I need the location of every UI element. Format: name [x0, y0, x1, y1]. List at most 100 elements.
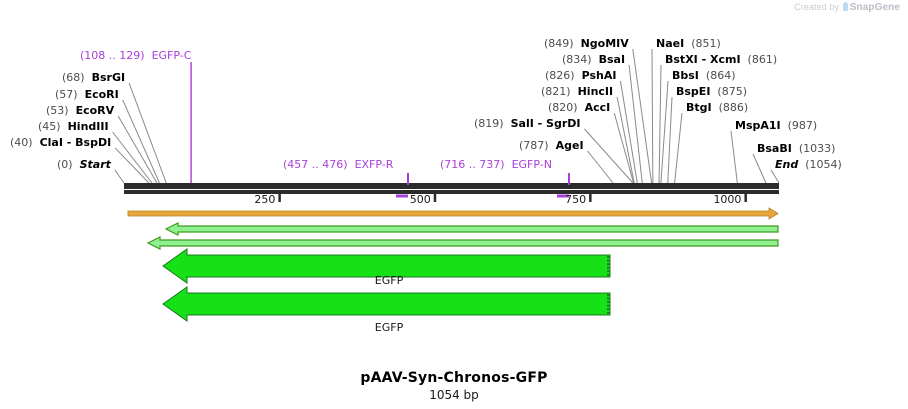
site-name: ClaI - BspDI [39, 136, 112, 149]
leader-line [667, 96, 673, 184]
feature-truncation-mark [607, 312, 610, 314]
feature-truncation-mark [607, 301, 610, 303]
site-name: BsaBI [757, 142, 792, 155]
site-position: (819) [474, 117, 504, 130]
leader-line [632, 48, 653, 184]
ruler-tick [589, 194, 592, 202]
site-position: (826) [545, 69, 575, 82]
site-name: BspEI [676, 85, 711, 98]
site-label-hindiii: (45) HindIII [38, 121, 109, 133]
site-position: (886) [718, 101, 749, 114]
site-label-agei: (787) AgeI [519, 140, 584, 152]
backbone-strand-top [124, 183, 779, 189]
ruler-tick-label: 500 [409, 193, 431, 206]
site-position: (861) [747, 53, 778, 66]
site-label-mspa1i: MspA1I (987) [735, 120, 817, 132]
ruler-group [278, 194, 747, 202]
site-label-ecorv: (53) EcoRV [46, 105, 114, 117]
site-name: HincII [577, 85, 614, 98]
site-name: NaeI [656, 37, 685, 50]
primer-marks-group [190, 62, 570, 198]
feature-truncation-mark [607, 308, 610, 311]
site-position: (787) [519, 139, 549, 152]
site-position: (40) [10, 136, 33, 149]
feature-truncation-mark [607, 256, 610, 258]
feature-truncation-mark [607, 270, 610, 273]
site-position: (987) [787, 119, 818, 132]
site-position: (57) [55, 88, 78, 101]
site-label-sali-sgrdi: (819) SalI - SgrDI [474, 118, 580, 130]
feature-truncation-mark [607, 263, 610, 265]
leader-line [658, 64, 662, 184]
site-position: (1054) [805, 158, 842, 171]
leader-lines-group [112, 48, 780, 184]
site-position: (820) [548, 101, 578, 114]
feature-transcript-track-2 [146, 236, 779, 250]
site-name: BstXI - XcmI [665, 53, 741, 66]
site-label-bsrgi: (68) BsrGI [62, 72, 125, 84]
watermark-brand: SnapGene [849, 2, 900, 13]
site-label-pshai: (826) PshAI [545, 70, 616, 82]
leader-line [770, 169, 780, 184]
ruler-tick [433, 194, 437, 202]
site-label-naei: NaeI (851) [656, 38, 721, 50]
site-name: EcoRV [75, 104, 115, 117]
site-name: BtgI [686, 101, 712, 114]
plasmid-length: 1054 bp [429, 388, 479, 402]
site-name: EcoRI [84, 88, 119, 101]
leader-line [613, 112, 635, 184]
leader-line [122, 99, 160, 184]
site-position: (834) [562, 53, 592, 66]
ruler-tick-label: 1000 [713, 193, 742, 206]
site-position: (1033) [798, 142, 836, 155]
feature-truncation-mark [607, 294, 610, 296]
site-label-hincii: (821) HincII [541, 86, 613, 98]
leader-line [660, 80, 669, 184]
site-position: (716 .. 737) [440, 158, 505, 171]
feature-truncation-mark [607, 297, 610, 300]
site-position: (457 .. 476) [283, 158, 348, 171]
leader-line [114, 147, 150, 184]
snapgene-watermark: Created by SnapGene [794, 2, 900, 13]
backbone-strand-bottom [124, 190, 779, 194]
feature-truncation-mark [607, 266, 610, 269]
leader-line [112, 131, 153, 184]
leader-line [587, 150, 614, 184]
feature-label-EGFP-cds-1: EGFP [374, 274, 404, 287]
site-name: BsrGI [91, 71, 126, 84]
site-label-egfp-c: (108 .. 129) EGFP-C [80, 50, 191, 62]
leader-line [730, 130, 738, 184]
leader-line [651, 48, 654, 184]
feature-transcript-track-1 [164, 222, 779, 236]
ruler-tick [744, 194, 747, 202]
site-label-bstxi-xcmi: BstXI - XcmI (861) [665, 54, 777, 66]
leader-line [674, 112, 683, 184]
feature-truncation-mark [607, 259, 610, 262]
site-name: EGFP-C [151, 49, 192, 62]
site-name: MspA1I [735, 119, 781, 132]
site-name: EXFP-R [354, 158, 394, 171]
site-label-ecori: (57) EcoRI [55, 89, 119, 101]
ruler-tick-label: 750 [565, 193, 587, 206]
leader-line [616, 96, 635, 184]
site-label-start: (0) Start [57, 159, 111, 171]
feature-promoter-track [127, 207, 779, 220]
site-name: BsaI [598, 53, 626, 66]
site-label-bsabi: BsaBI (1033) [757, 143, 835, 155]
leader-line [752, 153, 767, 184]
site-name: AgeI [555, 139, 584, 152]
leader-line [128, 82, 167, 184]
site-label-bbsi: BbsI (864) [672, 70, 736, 82]
site-label-acci: (820) AccI [548, 102, 610, 114]
site-position: (0) [57, 158, 73, 171]
site-name: SalI - SgrDI [510, 117, 581, 130]
page-title: pAAV-Syn-Chronos-GFP [360, 370, 548, 386]
leader-line [117, 115, 158, 184]
site-position: (68) [62, 71, 85, 84]
feature-EGFP-cds-2 [162, 286, 611, 322]
ruler-tick [278, 194, 281, 202]
backbone-group [124, 183, 779, 194]
site-name: End [775, 158, 799, 171]
site-label-btgi: BtgI (886) [686, 102, 748, 114]
